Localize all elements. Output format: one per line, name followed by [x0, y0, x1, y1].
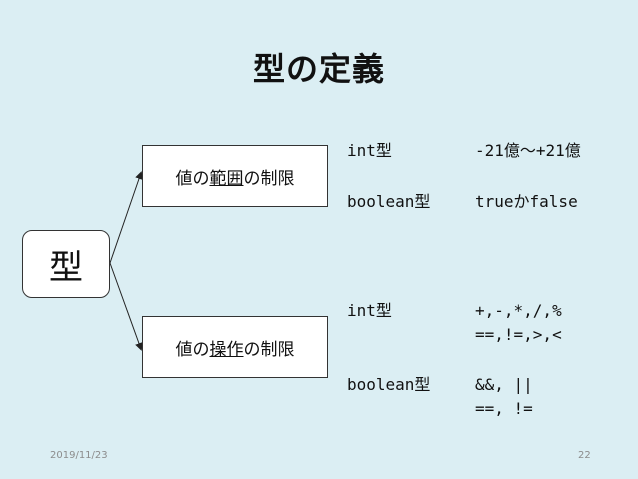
- ops-int-line2: ==,!=,>,<: [475, 325, 562, 344]
- slide-title: 型の定義: [252, 50, 385, 88]
- value-range-box: 値の範囲の制限: [142, 145, 328, 207]
- ops-int-type: int型: [347, 301, 392, 320]
- arrow-to-ops: [109, 262, 143, 351]
- range-boolean-type: boolean型: [347, 192, 431, 211]
- ops-boolean-line2: ==, !=: [475, 399, 533, 418]
- ops-boolean-line1: &&, ||: [475, 375, 533, 394]
- ops-boolean-type: boolean型: [347, 375, 431, 394]
- footer-date: 2019/11/23: [50, 450, 108, 461]
- range-int-type: int型: [347, 141, 392, 160]
- footer-page-number: 22: [578, 450, 591, 461]
- type-root-box: 型: [22, 230, 110, 298]
- type-root-label: 型: [49, 247, 83, 288]
- value-range-label: 値の範囲の制限: [175, 168, 295, 189]
- value-ops-label: 値の操作の制限: [175, 339, 295, 360]
- ops-int-line1: +,-,*,/,%: [475, 301, 562, 320]
- range-int-value: -21億〜+21億: [475, 141, 581, 160]
- range-boolean-value: trueかfalse: [475, 192, 578, 211]
- value-ops-box: 値の操作の制限: [142, 316, 328, 378]
- arrow-to-range: [109, 171, 143, 264]
